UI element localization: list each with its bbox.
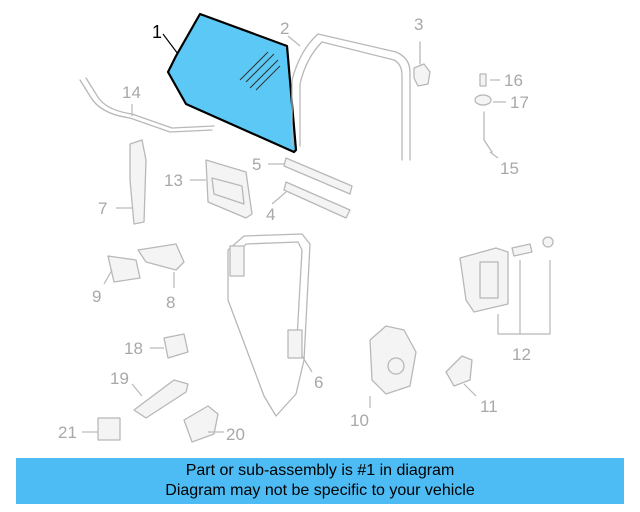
part-7-bracket: [129, 139, 147, 225]
callout-9: 9: [92, 287, 101, 306]
part-20-hinge: [183, 405, 219, 443]
banner-line-2: Diagram may not be specific to your vehi…: [165, 482, 475, 499]
callout-6: 6: [314, 373, 323, 392]
part-8-handle: [137, 243, 185, 271]
callout-15: 15: [500, 159, 519, 178]
callout-12: 12: [512, 345, 531, 364]
part-10-door-latch: [369, 325, 417, 395]
callout-14: 14: [122, 83, 141, 102]
callout-10: 10: [350, 411, 369, 430]
callout-19: 19: [110, 369, 129, 388]
part-11-striker: [445, 355, 473, 387]
leader-19: [131, 383, 143, 397]
part-16-bolt: [479, 73, 487, 87]
callout-13: 13: [164, 171, 183, 190]
leader-1: [162, 33, 179, 55]
callout-8: 8: [166, 293, 175, 312]
callout-11: 11: [480, 397, 498, 416]
leader-6: [301, 355, 313, 373]
part-2-run-channel: [291, 33, 411, 161]
callout-21: 21: [58, 423, 77, 442]
callout-5: 5: [252, 155, 261, 174]
banner-line-1: Part or sub-assembly is #1 in diagram: [185, 462, 455, 479]
part-6-window-regulator: [227, 233, 311, 417]
callout-2: 2: [280, 19, 289, 38]
leader-9: [103, 269, 113, 285]
part-9-handle: [107, 255, 141, 283]
part-18-hinge: [163, 333, 189, 359]
callout-4: 4: [266, 205, 275, 224]
part-19-check-arm: [133, 379, 189, 419]
leader-15: [489, 151, 499, 159]
callout-17: 17: [510, 93, 529, 112]
leader-4: [271, 191, 287, 205]
part-1-door-glass[interactable]: [166, 12, 298, 154]
part-13-handle-bezel: [205, 159, 253, 219]
info-banner: Part or sub-assembly is #1 in diagram Di…: [16, 458, 624, 504]
leader-2: [287, 35, 301, 47]
part-4-weatherstrip: [283, 181, 351, 219]
part-15-rod: [483, 111, 493, 153]
callout-7: 7: [98, 199, 107, 218]
callout-1: 1: [152, 22, 162, 42]
part-5-weatherstrip: [283, 157, 353, 195]
callout-16: 16: [504, 71, 523, 90]
parts-diagram: 1 2 3 16 17 15 14 7 13: [58, 12, 554, 444]
callout-18: 18: [124, 339, 143, 358]
part-3-clip: [413, 41, 431, 87]
callout-3: 3: [414, 15, 423, 34]
leader-11: [463, 383, 477, 397]
part-12-lock-assembly: [459, 236, 554, 335]
part-21-clip: [97, 417, 121, 441]
part-17-nut: [474, 94, 492, 106]
callout-20: 20: [226, 425, 245, 444]
